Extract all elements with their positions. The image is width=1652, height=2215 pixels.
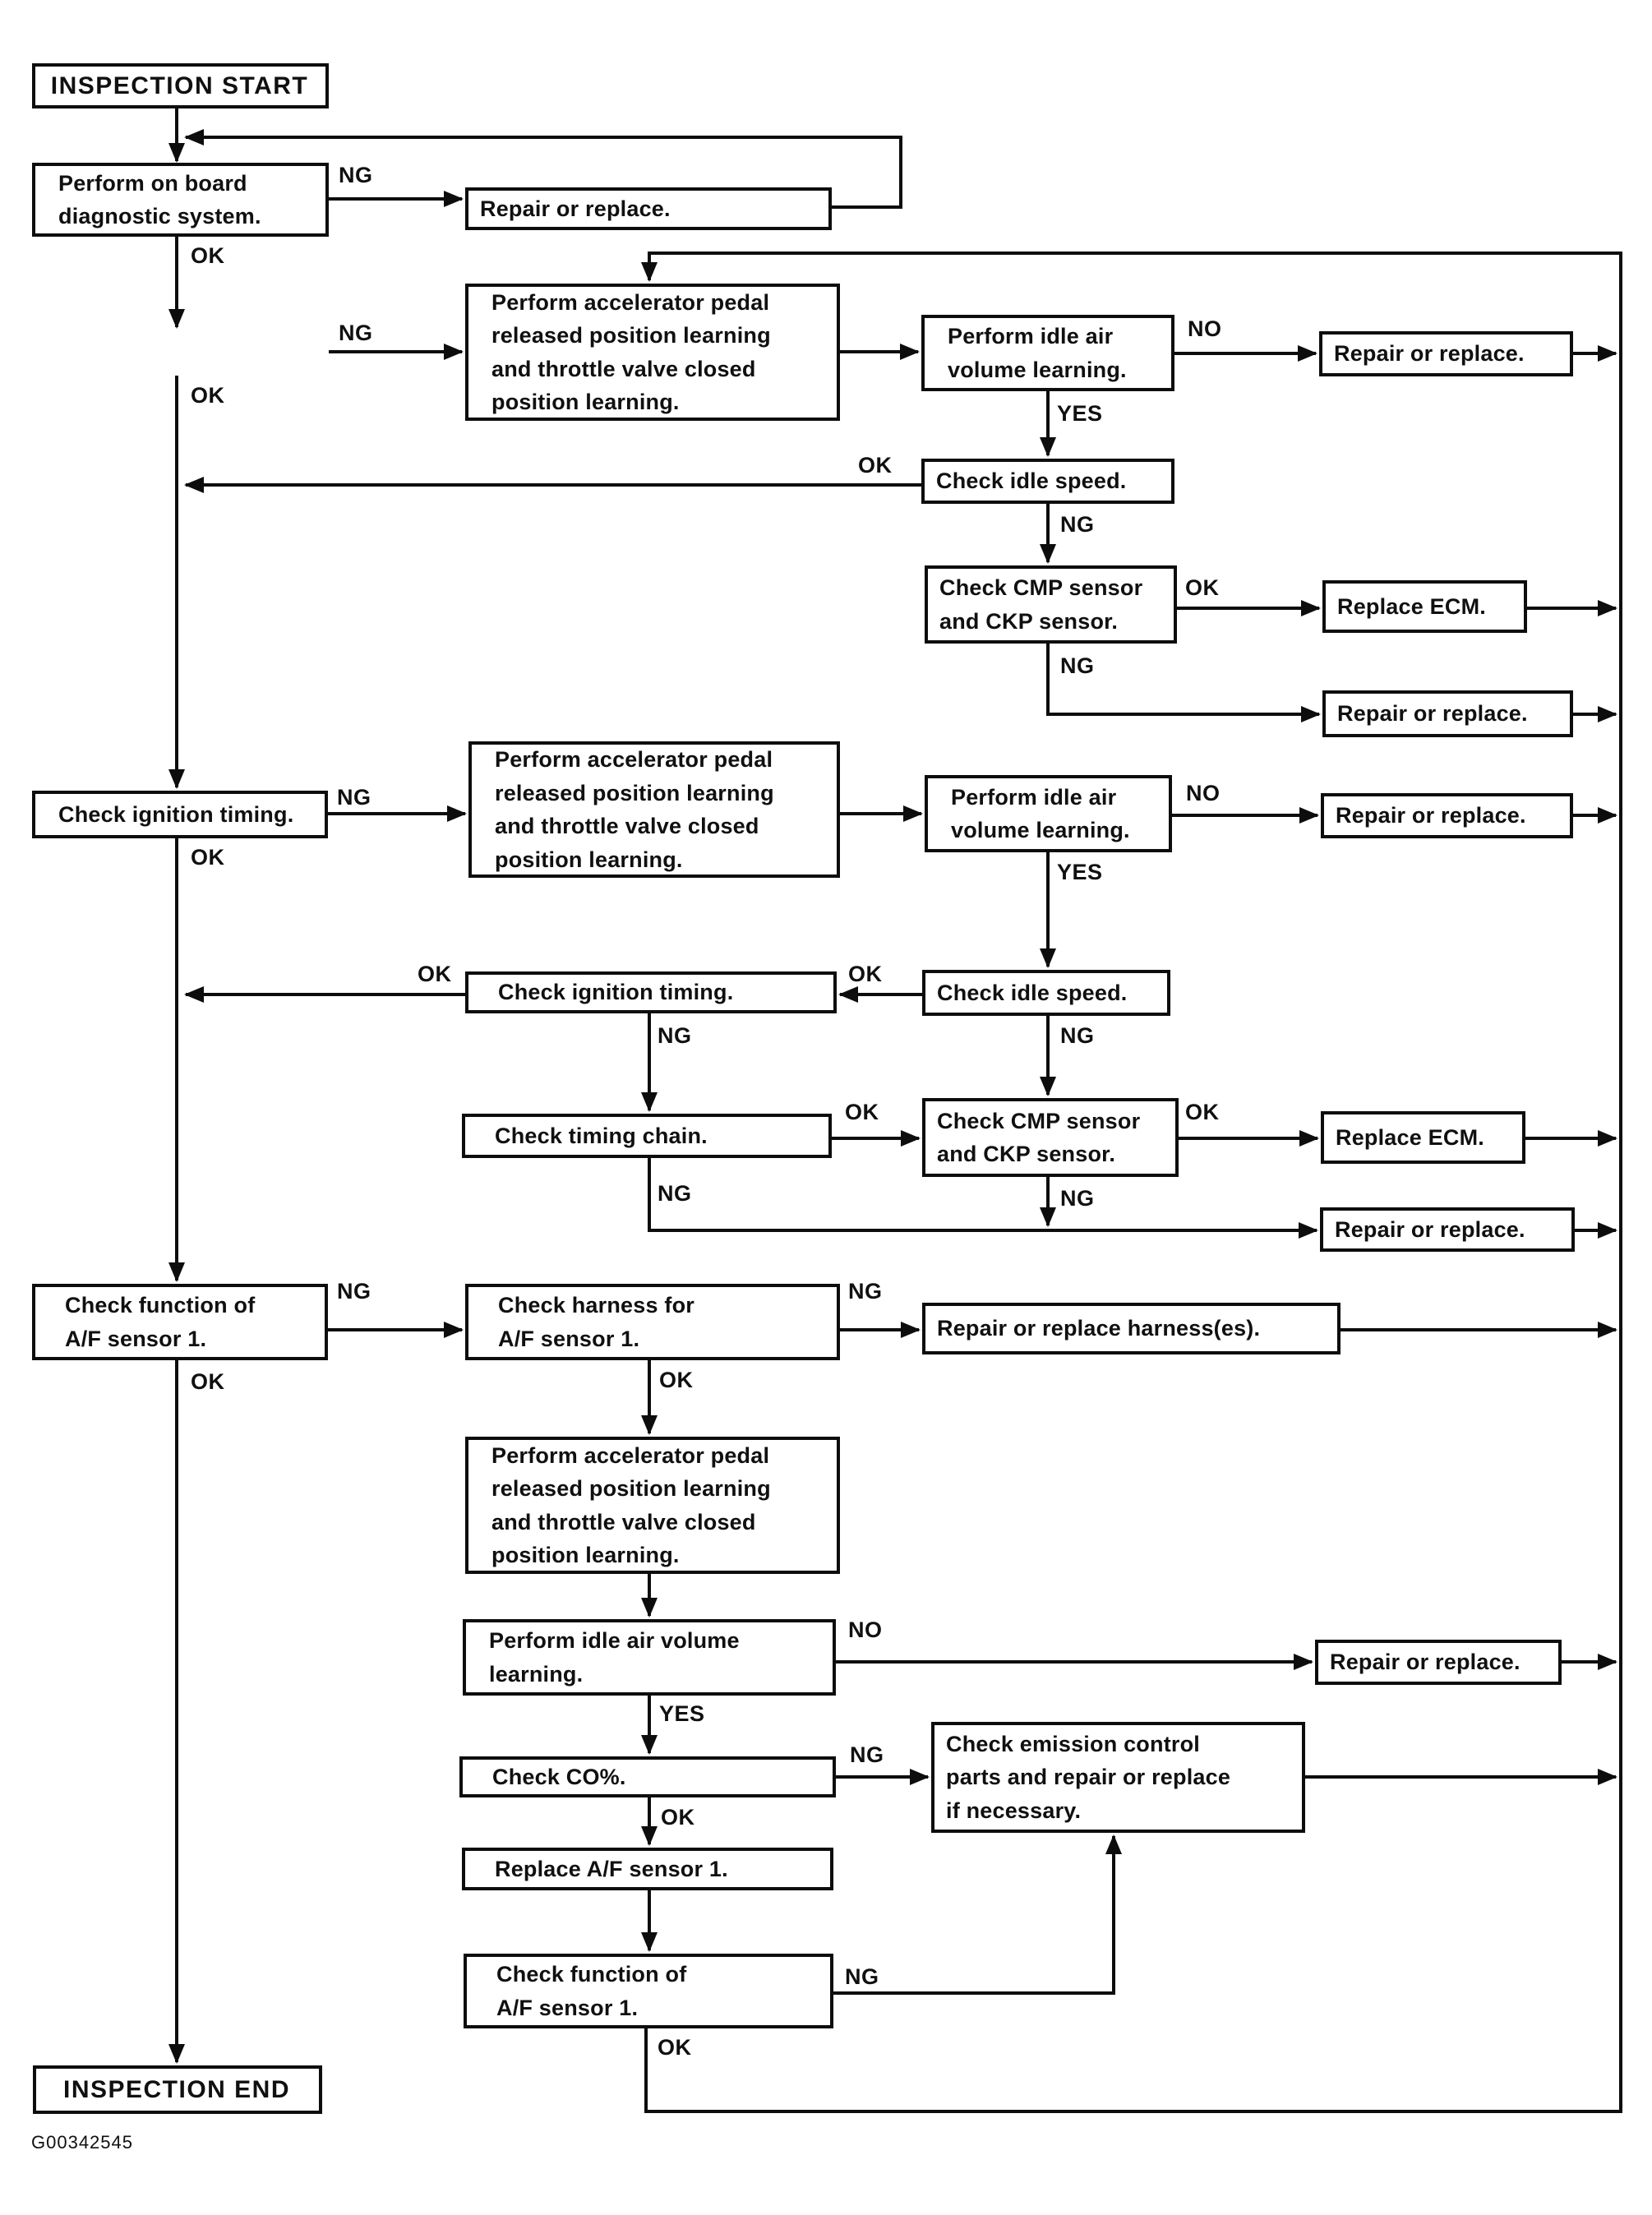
- edge-label-ok-af2: OK: [658, 2035, 692, 2060]
- figure-id: G00342545: [31, 2132, 133, 2153]
- edge-label-no-idleairwide: NO: [848, 1617, 883, 1642]
- edge-label-ng-cmp1: NG: [1060, 653, 1095, 678]
- node-accel-learning-1: Perform accelerator pedal released posit…: [465, 284, 840, 421]
- node-inspection-end: INSPECTION END: [33, 2065, 322, 2114]
- edge-cmp1-ng: [1046, 644, 1321, 722]
- edge-label-ok-cmp2: OK: [1185, 1100, 1220, 1124]
- node-inspection-start: INSPECTION START: [32, 63, 329, 108]
- node-check-co: Check CO%.: [459, 1756, 836, 1797]
- edge-label-ng-harness: NG: [848, 1279, 883, 1304]
- edge-label-ok-af1: OK: [191, 1369, 225, 1394]
- edge-label-ok-cmp1: OK: [1185, 575, 1220, 600]
- edge-label-ok-idle3: OK: [848, 962, 883, 986]
- edge-label-ng-cmp2: NG: [1060, 1186, 1095, 1211]
- edge-label-ok-harness: OK: [659, 1368, 694, 1392]
- edge-repair1-return: [184, 129, 902, 209]
- edge-label-ok-idle1: OK: [191, 383, 225, 408]
- edge-label-ng-chain: NG: [658, 1181, 692, 1206]
- edge-label-yes-idleair2: YES: [1057, 860, 1103, 884]
- node-check-af-function-2: Check function of A/F sensor 1.: [464, 1954, 833, 2028]
- node-replace-ecm-1: Replace ECM.: [1322, 580, 1527, 633]
- node-accel-learning-3: Perform accelerator pedal released posit…: [465, 1437, 840, 1574]
- edge-label-ng-obd: NG: [339, 163, 373, 187]
- node-check-ignition-timing-2: Check ignition timing.: [465, 971, 837, 1013]
- node-repair-or-replace-6: Repair or replace.: [1315, 1640, 1562, 1685]
- node-check-timing-chain: Check timing chain.: [462, 1114, 832, 1158]
- node-repair-or-replace-5: Repair or replace.: [1320, 1207, 1575, 1252]
- node-check-af-harness: Check harness for A/F sensor 1.: [465, 1284, 840, 1360]
- node-idle-air-learning-1: Perform idle air volume learning.: [921, 315, 1174, 391]
- edge-af2-ng: [833, 1834, 1122, 1995]
- edge-label-ng-idle3: NG: [1060, 1023, 1095, 1048]
- node-repair-or-replace-3: Repair or replace.: [1322, 690, 1573, 737]
- node-check-idle-speed-3: Check idle speed.: [922, 970, 1170, 1016]
- node-repair-harness: Repair or replace harness(es).: [922, 1303, 1341, 1354]
- edge-label-ok-ignition2: OK: [418, 962, 452, 986]
- edge-label-ok-ignition: OK: [191, 845, 225, 870]
- node-accel-learning-2: Perform accelerator pedal released posit…: [468, 741, 840, 878]
- node-idle-air-learning-wide: Perform idle air volume learning.: [463, 1619, 836, 1696]
- edge-return-loop-trunk: [641, 251, 1622, 2113]
- node-repair-or-replace-4: Repair or replace.: [1321, 793, 1573, 838]
- edge-label-ok-chain: OK: [845, 1100, 879, 1124]
- edge-label-ng-af1: NG: [337, 1279, 371, 1304]
- node-repair-or-replace-1: Repair or replace.: [465, 187, 832, 230]
- node-idle-air-learning-2: Perform idle air volume learning.: [925, 775, 1172, 852]
- node-perform-obd: Perform on board diagnostic system.: [32, 163, 329, 237]
- node-check-idle-speed-2: Check idle speed.: [921, 459, 1174, 504]
- node-check-af-function-1: Check function of A/F sensor 1.: [32, 1284, 328, 1360]
- node-check-cmp-ckp-2: Check CMP sensor and CKP sensor.: [922, 1098, 1179, 1177]
- node-check-cmp-ckp-1: Check CMP sensor and CKP sensor.: [925, 565, 1177, 644]
- edge-label-ng-co: NG: [850, 1742, 884, 1767]
- edge-chain-ng: [648, 1158, 1318, 1239]
- edge-label-ng-idle2: NG: [1060, 512, 1095, 537]
- edge-label-no-idleair1: NO: [1188, 316, 1222, 341]
- edge-label-ng-af2: NG: [845, 1964, 879, 1989]
- edge-label-ok-co: OK: [661, 1805, 695, 1830]
- node-repair-or-replace-2: Repair or replace.: [1319, 331, 1573, 376]
- edge-label-yes-idleair1: YES: [1057, 401, 1103, 426]
- node-check-ignition-timing-1: Check ignition timing.: [32, 791, 328, 838]
- edge-label-ng-ignition: NG: [337, 785, 371, 810]
- edge-label-ng-ignition2: NG: [658, 1023, 692, 1048]
- edge-label-ok-idle2: OK: [858, 453, 893, 478]
- node-replace-af-sensor: Replace A/F sensor 1.: [462, 1848, 833, 1890]
- node-replace-ecm-2: Replace ECM.: [1321, 1111, 1525, 1164]
- edge-label-yes-idleairwide: YES: [659, 1701, 705, 1726]
- edge-label-no-idleair2: NO: [1186, 781, 1221, 805]
- node-check-emission: Check emission control parts and repair …: [931, 1722, 1305, 1833]
- edge-label-ng-idle1: NG: [339, 321, 373, 345]
- edge-label-ok-obd: OK: [191, 243, 225, 268]
